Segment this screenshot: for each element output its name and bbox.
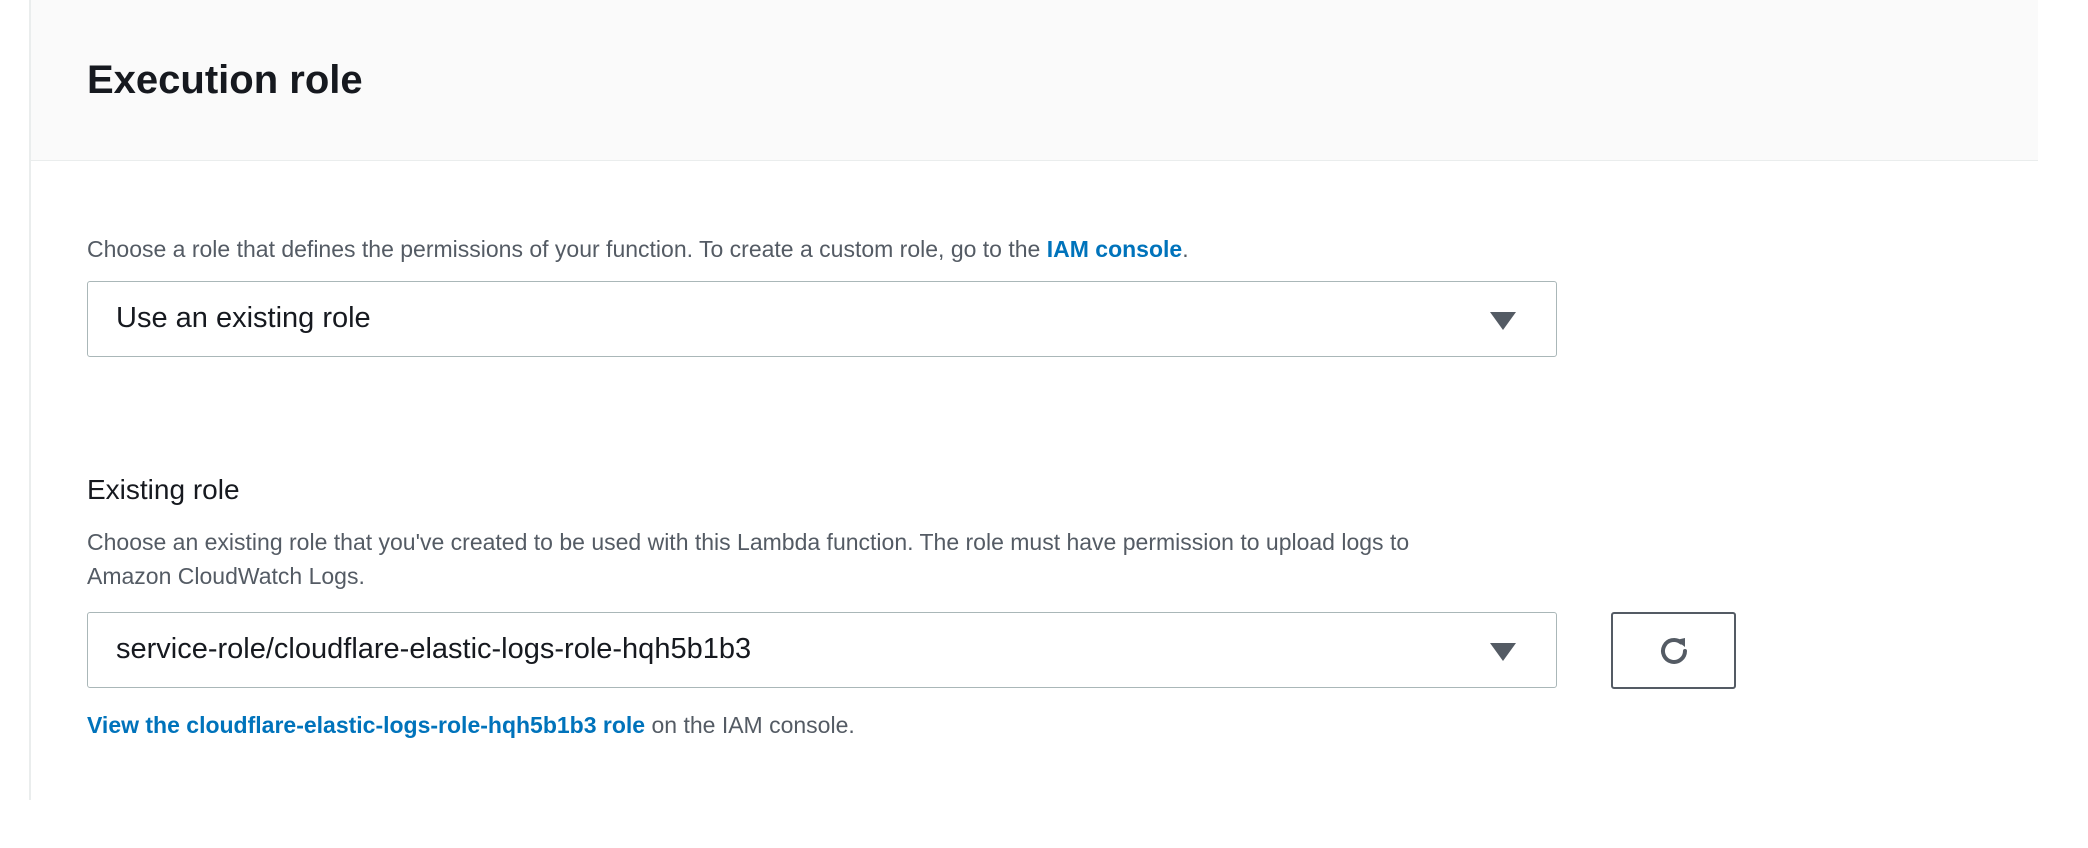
view-role-line: View the cloudflare-elastic-logs-role-hq… <box>87 712 855 739</box>
refresh-icon <box>1660 637 1687 664</box>
role-type-value: Use an existing role <box>116 302 371 334</box>
existing-role-label: Existing role <box>87 474 240 505</box>
iam-console-link[interactable]: IAM console <box>1046 236 1183 262</box>
section-title: Execution role <box>87 58 363 102</box>
description-line-2: Amazon CloudWatch Logs. <box>87 563 365 589</box>
view-role-link[interactable]: View the cloudflare-elastic-logs-role-hq… <box>87 712 646 738</box>
existing-role-description: Choose an existing role that you've crea… <box>87 525 1409 593</box>
caret-down-icon <box>1490 643 1516 661</box>
existing-role-select[interactable]: service-role/cloudflare-elastic-logs-rol… <box>87 612 1557 688</box>
description-line-1: Choose an existing role that you've crea… <box>87 529 1410 555</box>
role-description: Choose a role that defines the permissio… <box>87 232 1189 266</box>
refresh-button[interactable] <box>1611 612 1736 689</box>
panel-header: Execution role <box>31 0 2038 161</box>
role-type-select[interactable]: Use an existing role <box>87 281 1557 357</box>
view-role-suffix: on the IAM console. <box>645 712 855 738</box>
description-suffix: . <box>1182 236 1189 262</box>
description-text: Choose a role that defines the permissio… <box>87 236 1047 262</box>
existing-role-value: service-role/cloudflare-elastic-logs-rol… <box>116 633 752 665</box>
caret-down-icon <box>1490 312 1516 330</box>
execution-role-panel: Execution role Choose a role that define… <box>29 0 2038 800</box>
